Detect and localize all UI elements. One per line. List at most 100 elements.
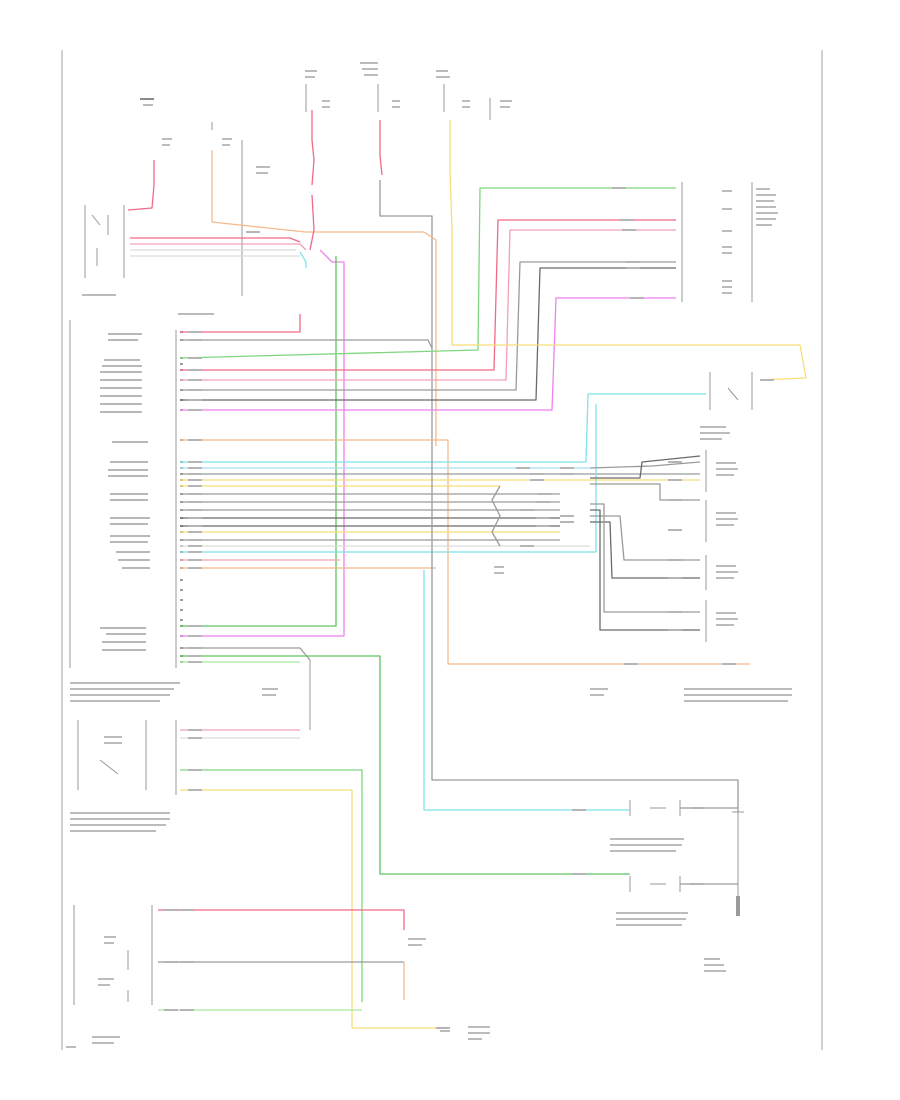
wire-label — [622, 229, 636, 231]
wire-label — [560, 515, 574, 517]
wire-11 — [449, 120, 453, 345]
module-circuit-label — [106, 633, 146, 635]
wire-57 — [180, 769, 363, 1002]
wire-label — [612, 187, 626, 189]
wire-26 — [180, 393, 706, 463]
wire-label — [188, 439, 202, 441]
module-circuit-label — [116, 551, 150, 553]
wire-label — [560, 521, 574, 523]
wire-23 — [180, 314, 301, 333]
wire-13 — [299, 251, 307, 268]
wire-label — [180, 909, 194, 911]
wire-label — [188, 729, 202, 731]
module-circuit-label — [118, 559, 150, 561]
wire-label — [626, 261, 640, 263]
wire-label — [690, 883, 704, 885]
wheel-sensors — [494, 450, 738, 642]
module-circuit-label — [102, 641, 146, 643]
wire-label — [188, 479, 202, 481]
module-circuit-label — [104, 359, 140, 361]
wire-1 — [127, 160, 155, 211]
wire-label — [188, 473, 202, 475]
wire-4 — [130, 243, 307, 251]
wire-label — [630, 297, 644, 299]
wire-2 — [211, 150, 424, 233]
module-circuit-label — [100, 387, 142, 389]
wire-17 — [180, 219, 676, 371]
wire-label — [188, 635, 202, 637]
module-circuit-label — [100, 403, 142, 405]
wire-24 — [180, 339, 433, 349]
wire-label — [188, 661, 202, 663]
wires — [127, 110, 807, 1029]
wire-label — [188, 331, 202, 333]
wire-label — [188, 501, 202, 503]
wire-label — [626, 267, 640, 269]
wire-label — [530, 473, 544, 475]
wire-42 — [589, 461, 701, 469]
wire-label — [188, 509, 202, 511]
wire-19 — [180, 261, 676, 391]
wire-15 — [180, 256, 337, 627]
wire-label — [188, 339, 202, 341]
wire-label — [246, 231, 260, 233]
module-circuit-label — [100, 627, 146, 629]
wire-label — [188, 369, 202, 371]
wire-label — [188, 379, 202, 381]
module-circuit-label — [110, 535, 150, 537]
wire-46 — [590, 521, 700, 579]
wire-43 — [590, 455, 701, 479]
wire-label — [188, 539, 202, 541]
wire-label — [188, 655, 202, 657]
module-circuit-label — [112, 441, 148, 443]
wire-label — [188, 551, 202, 553]
wire-label — [572, 873, 586, 875]
wire-label — [624, 663, 638, 665]
wire-61 — [158, 909, 405, 930]
wire-label — [668, 611, 682, 613]
wire-label — [560, 473, 574, 475]
module-circuit-label — [110, 523, 148, 525]
module-circuit-label — [100, 411, 142, 413]
wire-50 — [180, 647, 311, 661]
wire-label — [690, 807, 704, 809]
module-pin — [180, 363, 183, 365]
wire-10 — [379, 180, 433, 444]
module-circuit-label — [110, 499, 148, 501]
wire-label — [530, 479, 544, 481]
module-circuit-label — [108, 469, 148, 471]
wire-label — [188, 357, 202, 359]
module-circuit-label — [108, 339, 138, 341]
wire-label — [668, 629, 682, 631]
wire-label — [620, 219, 634, 221]
module-pin — [180, 619, 183, 621]
module-circuit-label — [110, 493, 148, 495]
wire-label — [164, 961, 178, 963]
module-circuit-label — [108, 475, 148, 477]
lower-left-components — [66, 682, 180, 1048]
wire-label — [436, 1027, 450, 1029]
wire-label — [668, 461, 682, 463]
wire-16 — [179, 187, 676, 359]
relay-component-top — [82, 205, 125, 296]
wire-48 — [590, 509, 700, 631]
wire-label — [180, 961, 194, 963]
module-circuit-label — [100, 379, 142, 381]
misc-labels — [262, 660, 792, 1040]
wire-54 — [423, 570, 630, 811]
wire-label — [538, 493, 552, 495]
module-pin — [180, 609, 183, 611]
wire-label — [668, 479, 682, 481]
wire-label — [668, 577, 682, 579]
wire-label — [188, 559, 202, 561]
wire-label — [560, 467, 574, 469]
wire-22 — [452, 344, 807, 381]
wire-label — [164, 1009, 178, 1011]
wire-label — [536, 517, 550, 519]
wire-label — [180, 1009, 194, 1011]
module-pin — [180, 579, 183, 581]
wire-label — [188, 737, 202, 739]
wire-8 — [309, 194, 315, 251]
module-pin — [180, 599, 183, 601]
wire-14 — [180, 249, 345, 637]
